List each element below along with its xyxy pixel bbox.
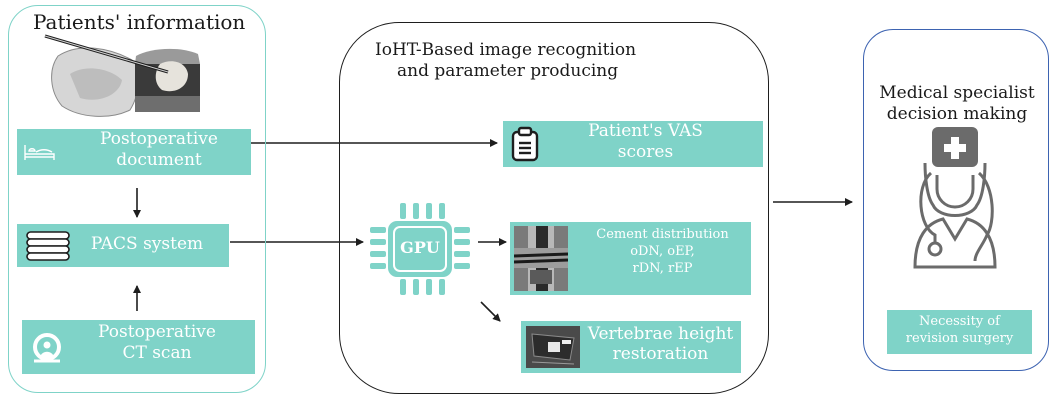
vertebrae-height-line1: Vertebrae height — [587, 324, 734, 344]
cement-distribution-box: Cement distribution oDN, oEP, rDN, rEP — [510, 222, 751, 295]
vertebrae-height-line2: restoration — [612, 344, 709, 365]
postoperative-ct-box: Postoperative CT scan — [22, 320, 255, 374]
gpu-chip-icon — [370, 203, 470, 295]
postoperative-ct-line1: Postoperative — [98, 322, 216, 342]
postoperative-document-line2: document — [116, 150, 202, 171]
database-icon — [26, 231, 70, 261]
patients-information-title: Patients' information — [33, 10, 246, 34]
postoperative-document-line1: Postoperative — [100, 129, 218, 149]
cement-distribution-label: Cement distribution oDN, oEP, rDN, rEP — [580, 227, 745, 278]
doctor-stethoscope-icon — [913, 127, 997, 269]
revision-surgery-label: Necessity of revision surgery — [887, 314, 1032, 348]
arrow-gpu-to-height — [480, 301, 501, 322]
postoperative-document-label: Postoperative document — [67, 129, 251, 172]
spine-vertebra-image — [44, 34, 200, 117]
hospital-bed-icon — [24, 145, 55, 160]
medical-specialist-title-line1: Medical specialist — [879, 83, 1035, 103]
cement-xray-image — [514, 226, 568, 291]
vertebrae-height-box: Vertebrae height restoration — [521, 321, 741, 373]
postoperative-document-box: Postoperative document — [17, 129, 251, 175]
vertebrae-height-label: Vertebrae height restoration — [583, 324, 738, 365]
vas-scores-line2: scores — [617, 142, 674, 163]
revision-surgery-box: Necessity of revision surgery — [887, 310, 1032, 354]
patients-information-panel — [8, 5, 266, 393]
pacs-system-label: PACS system — [90, 234, 204, 254]
medical-specialist-panel — [863, 29, 1049, 371]
image-recognition-panel — [339, 22, 769, 394]
revision-surgery-line2: revision surgery — [905, 330, 1014, 346]
gpu-label: GPU — [400, 238, 440, 257]
postoperative-ct-label: Postoperative CT scan — [72, 322, 242, 365]
vas-scores-box: Patient's VAS scores — [503, 121, 763, 167]
clipboard-icon — [511, 126, 539, 162]
cement-distribution-line3: rDN, rEP — [632, 260, 693, 276]
cement-distribution-line2: oDN, oEP, — [630, 243, 695, 259]
revision-surgery-line1: Necessity of — [919, 314, 1000, 329]
image-recognition-title-line2: and parameter producing — [397, 61, 619, 82]
pacs-system-box: PACS system — [17, 224, 229, 267]
ct-slice-image — [526, 326, 580, 368]
medical-specialist-title-line2: decision making — [886, 104, 1028, 125]
ct-scanner-icon — [33, 333, 61, 363]
image-recognition-title: IoHT-Based image recognition and paramet… — [375, 40, 636, 83]
vas-scores-label: Patient's VAS scores — [543, 121, 748, 164]
postoperative-ct-line2: CT scan — [122, 343, 192, 364]
medical-specialist-title: Medical specialist decision making — [873, 83, 1041, 126]
vas-scores-line1: Patient's VAS — [588, 121, 703, 141]
image-recognition-title-line1: IoHT-Based image recognition — [375, 40, 637, 60]
cement-distribution-line1: Cement distribution — [596, 227, 729, 242]
